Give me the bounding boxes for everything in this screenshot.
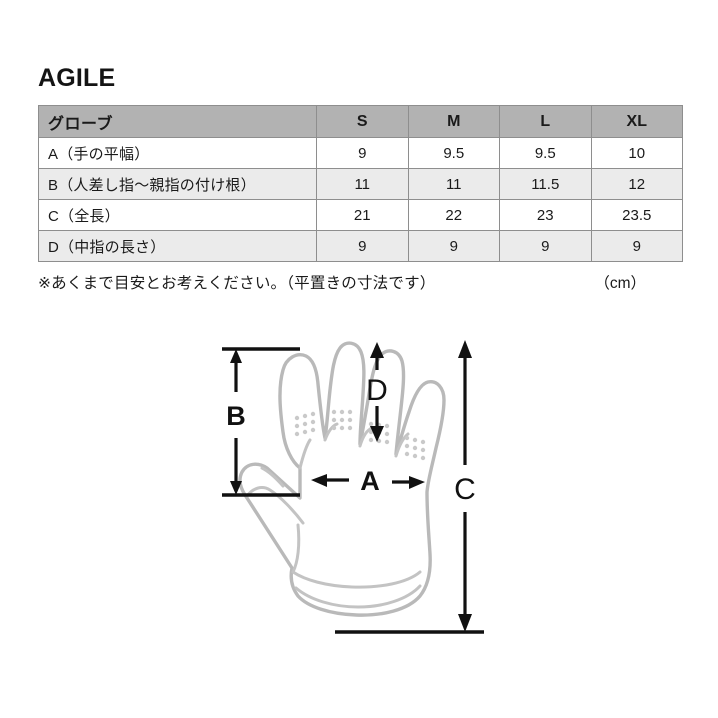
table-body: A（手の平幅） 9 9.5 9.5 10 B（人差し指～親指の付け根） 11 1… [38,137,683,262]
dimension-b-label: B [226,401,246,431]
cell-b-xl: 12 [590,168,683,200]
cell-c-m: 22 [407,199,500,231]
cell-b-s: 11 [316,168,409,200]
row-label-d: D（中指の長さ） [38,230,317,262]
footnote-text: ※あくまで目安とお考えください。（平置きの寸法です） [38,275,436,292]
glove-measurement-diagram: B D A [0,320,718,660]
row-label-a: A（手の平幅） [38,137,317,169]
cell-a-l: 9.5 [499,137,592,169]
cell-d-m: 9 [407,230,500,262]
footnote-unit: （cm） [594,275,646,292]
cell-d-s: 9 [316,230,409,262]
row-label-b: B（人差し指～親指の付け根） [38,168,317,200]
footnote: ※あくまで目安とお考えください。（平置きの寸法です） （cm） [38,271,682,293]
grip-dots [294,409,426,461]
table-row: D（中指の長さ） 9 9 9 9 [38,230,683,262]
size-table: グローブ S M L XL A（手の平幅） 9 9.5 9.5 10 B（人差し… [38,105,683,262]
table-header-row: グローブ S M L XL [38,105,683,138]
cell-b-m: 11 [407,168,500,200]
table-row: A（手の平幅） 9 9.5 9.5 10 [38,137,683,169]
cell-d-xl: 9 [590,230,683,262]
column-header-xl: XL [590,105,683,138]
dimension-a-label: A [360,466,380,496]
column-header-category: グローブ [38,105,317,138]
column-header-l: L [499,105,592,138]
dimension-c-label: C [454,473,476,506]
cell-c-s: 21 [316,199,409,231]
cell-d-l: 9 [499,230,592,262]
cell-a-s: 9 [316,137,409,169]
cell-c-xl: 23.5 [590,199,683,231]
dimension-c: C [335,340,484,634]
cell-c-l: 23 [499,199,592,231]
dimension-d: D [366,342,388,442]
column-header-m: M [407,105,500,138]
dimension-d-label: D [366,374,388,407]
column-header-s: S [316,105,409,138]
dimension-a: A [311,466,425,496]
cell-a-xl: 10 [590,137,683,169]
page-title: AGILE [38,64,116,92]
table-row: B（人差し指～親指の付け根） 11 11 11.5 12 [38,168,683,200]
table-row: C（全長） 21 22 23 23.5 [38,199,683,231]
dimension-b: B [222,347,300,497]
cell-b-l: 11.5 [499,168,592,200]
cell-a-m: 9.5 [407,137,500,169]
table-head: グローブ S M L XL [38,105,683,138]
row-label-c: C（全長） [38,199,317,231]
